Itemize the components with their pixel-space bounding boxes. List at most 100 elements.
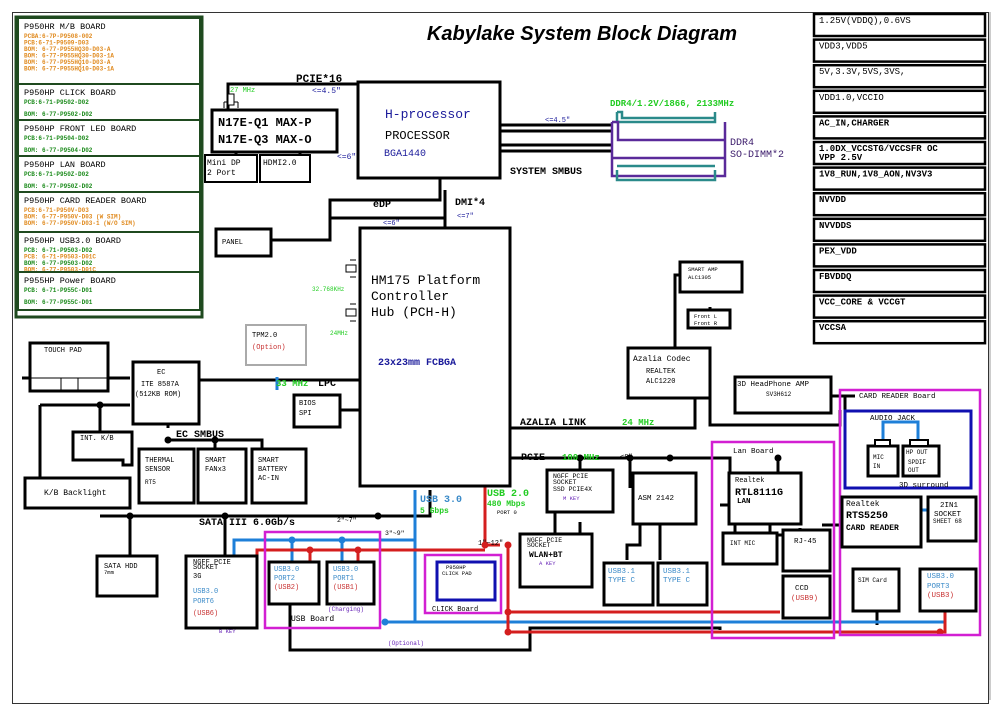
bios-spi-block[interactable]: BIOS SPI xyxy=(292,393,342,429)
thermal-sensor-block[interactable]: THERMAL SENSOR RT5 xyxy=(137,447,196,505)
power-rail-label: VCCSA xyxy=(819,323,847,333)
power-rail[interactable]: VCCSA xyxy=(812,319,987,345)
usb3-port3-block[interactable]: USB3.0 PORT3 (USB3) xyxy=(918,567,978,613)
ec-smbus-label: EC SMBUS xyxy=(176,430,224,441)
usb-port2-block[interactable]: USB3.0 PORT2 (USB2) xyxy=(267,560,321,606)
socket-type: 2IN1 xyxy=(940,502,959,510)
panel-block[interactable]: PANEL xyxy=(214,227,273,258)
power-rail-label: FBVDDQ xyxy=(819,272,852,282)
board-part-number: PCBA:6-7P-P9508-002 xyxy=(24,33,93,40)
board-list: P950HR M/B BOARDPCBA:6-7P-P9508-002PCB:6… xyxy=(14,15,204,319)
front-speaker-block[interactable]: Front L Front R xyxy=(686,308,732,330)
audio-codec-block[interactable]: Azalia Codec REALTEK ALC1220 xyxy=(626,346,712,400)
ec-block[interactable]: EC ITE 8587A (512KB ROM) xyxy=(131,360,201,426)
smart-battery-block[interactable]: SMART BATTERY AC-IN xyxy=(250,447,308,505)
headphone-amp-block[interactable]: 3D HeadPhone AMP SV3H612 xyxy=(733,375,833,415)
sata-hdd-block[interactable]: SATA HDD 7mm xyxy=(95,554,159,598)
crystal-icon xyxy=(345,303,357,322)
ddr-length: <=4.5" xyxy=(545,117,570,125)
usb20-port: PORT 0 xyxy=(497,509,517,516)
ssd-line2: SOCKET xyxy=(553,479,577,486)
touch-pad-block[interactable]: TOUCH PAD xyxy=(28,341,110,393)
power-rail[interactable]: VDD3,VDD5 xyxy=(812,38,987,63)
lan-vendor: Realtek xyxy=(735,477,764,485)
3d-surround-label: 3D surround xyxy=(899,482,949,490)
sata-length2: 3"~9" xyxy=(385,530,405,537)
power-rail[interactable]: AC_IN,CHARGER xyxy=(812,115,987,140)
ccd-block[interactable]: CCD (USB9) xyxy=(781,574,832,620)
lan-chip: RTL8111G xyxy=(735,488,783,499)
int-kb-block[interactable]: INT. K/B xyxy=(71,430,134,467)
hp-out-jack[interactable]: HP OUT SPDIF OUT xyxy=(901,439,941,478)
card-reader-chip-block[interactable]: Realtek RTS5250 CARD READER xyxy=(840,495,923,549)
power-rail[interactable]: 5V,3.3V,5VS,3VS, xyxy=(812,63,987,89)
tpm-block[interactable]: TPM2.0 (Option) xyxy=(245,324,307,366)
board-name: P955HP Power BOARD xyxy=(24,276,116,286)
hdmi-block[interactable]: HDMI2.0 xyxy=(259,154,311,183)
smart-amp-label: SMART AMP xyxy=(688,266,718,273)
board-part-number: BOM: 6-77-P9503-D01C xyxy=(24,267,96,274)
smart-fan-block[interactable]: SMART FANx3 xyxy=(196,447,248,505)
ec-chip: ITE 8587A xyxy=(141,381,180,389)
rj45-block[interactable]: RJ-45 xyxy=(781,528,832,573)
power-rail[interactable]: NVVDD xyxy=(812,191,987,217)
typec-1-usb: USB3.1 xyxy=(608,568,636,576)
typec-1-label: TYPE C xyxy=(608,577,636,585)
port3-usb-id: (USB3) xyxy=(927,592,954,600)
bios-label: BIOS xyxy=(299,400,316,408)
card-socket-block[interactable]: 2IN1 SOCKET SHEET 68 xyxy=(926,495,978,543)
board-part-number: PCB: 6-71-P955C-D01 xyxy=(24,287,93,294)
board-part-number: BOM: 6-77-P955HQ30-D03-1A xyxy=(24,53,114,60)
ngff-3g-block[interactable]: NGFF PCIE SOCKET 3G USB3.0 PORT6 (USB6) xyxy=(184,554,259,630)
mic-in-jack[interactable]: MIC IN xyxy=(866,439,900,478)
power-rail[interactable]: VCC_CORE & VCCGT xyxy=(812,294,987,319)
mini-dp-block[interactable]: Mini DP 2 Port xyxy=(204,154,258,183)
processor-block[interactable]: H-processor PROCESSOR BGA1440 xyxy=(356,80,502,180)
codec-label: Azalia Codec xyxy=(633,355,691,364)
typec-2-block[interactable]: USB3.1 TYPE C xyxy=(656,561,709,607)
power-rail[interactable]: FBVDDQ xyxy=(812,268,987,294)
click-pad-block[interactable]: P950HP CLICK PAD xyxy=(435,560,497,602)
asm2142-block[interactable]: ASM 2142 xyxy=(631,471,698,526)
wlan-socket-block[interactable]: NGFF PCIE SOCKET WLAN+BT A KEY xyxy=(518,532,594,589)
mic-label: MIC xyxy=(873,454,884,461)
usb-port1-block[interactable]: USB3.0 PORT1 (USB1) xyxy=(325,560,376,606)
hdd-label: SATA HDD xyxy=(104,563,138,571)
gpu-crystal-freq: 27 MHz xyxy=(230,87,255,95)
ssd-socket-block[interactable]: NGFF PCIE SOCKET SSD PCIE4X M KEY xyxy=(545,468,615,514)
port2-usb-type: USB3.0 xyxy=(274,566,299,574)
typec-2-label: TYPE C xyxy=(663,577,691,585)
rj45-label: RJ-45 xyxy=(794,538,817,546)
hp-amp-label: 3D HeadPhone AMP xyxy=(737,381,810,389)
power-rail[interactable]: VDD1.0,VCCIO xyxy=(812,89,987,115)
card-reader-board-outline xyxy=(838,388,982,637)
typec-1-block[interactable]: USB3.1 TYPE C xyxy=(602,561,655,607)
processor-line1: H-processor xyxy=(385,107,471,122)
kb-backlight-block[interactable]: K/B Backlight xyxy=(23,476,132,510)
power-rail[interactable]: PEX_VDD xyxy=(812,243,987,268)
power-rail[interactable]: NVVDDS xyxy=(812,217,987,243)
pch-line1: HM175 Platform xyxy=(371,273,480,288)
power-rail[interactable]: 1V8_RUN,1V8_AON,NV3V3 xyxy=(812,166,987,191)
board-part-number: PCB:6-71-P9502-D02 xyxy=(24,99,89,106)
pch-block[interactable]: HM175 Platform Controller Hub (PCH-H) 23… xyxy=(358,226,512,488)
ccd-label: CCD xyxy=(795,585,809,593)
lan-chip-block[interactable]: Realtek RTL8111G LAN xyxy=(727,471,803,526)
sim-card-block[interactable]: SIM Card xyxy=(851,567,901,613)
so-dimm-slots[interactable] xyxy=(610,110,727,182)
wlan-line2: SOCKET xyxy=(527,542,551,549)
power-rail-label: 5V,3.3V,5VS,3VS, xyxy=(819,67,905,77)
board-part-number: BOM: 6-77-P955HQ10-D03-1A xyxy=(24,66,114,73)
gpu-block[interactable]: N17E-Q1 MAX-P N17E-Q3 MAX-O xyxy=(210,108,339,154)
int-mic-block[interactable]: INT MIC xyxy=(721,531,779,566)
pcie-length: <8" xyxy=(620,454,633,462)
ec-rom: (512KB ROM) xyxy=(135,391,181,399)
azalia-link-label: AZALIA LINK xyxy=(520,418,586,429)
int-kb-label: INT. K/B xyxy=(80,435,114,443)
ddr-spec: DDR4/1.2V/1866, 2133MHz xyxy=(610,99,734,109)
power-rail[interactable]: 1.25V(VDDQ),0.6VS xyxy=(812,12,987,38)
smart-amp-block[interactable]: SMART AMP ALC1305 xyxy=(678,260,744,294)
crystal-icon xyxy=(223,93,239,108)
pch-package: 23x23mm FCBGA xyxy=(378,358,456,369)
